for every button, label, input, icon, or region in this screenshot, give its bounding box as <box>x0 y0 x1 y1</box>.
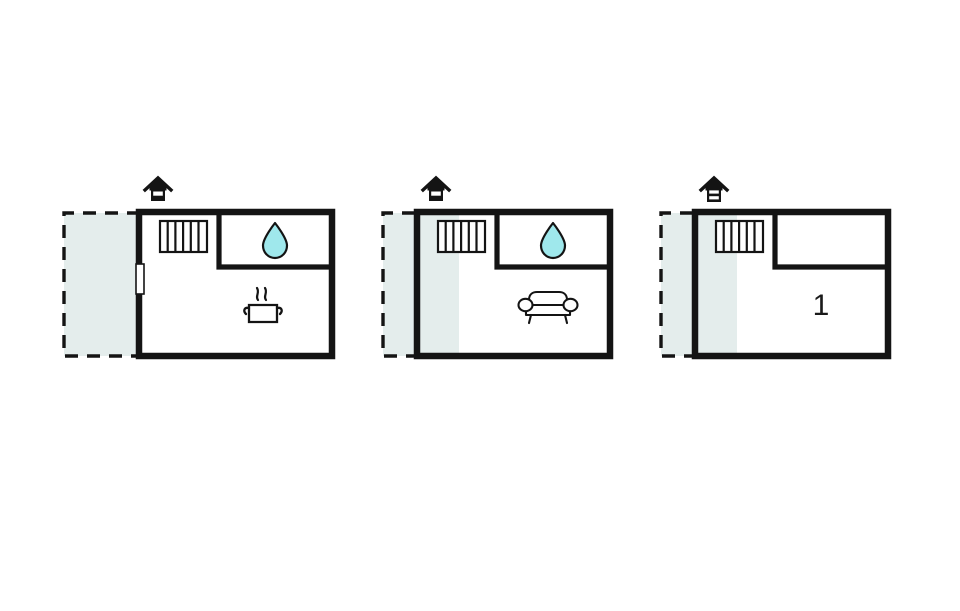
exterior-wall-1[interactable] <box>135 208 336 360</box>
exterior-wall-3[interactable] <box>691 208 892 360</box>
house-entrance-icon-1[interactable] <box>142 175 174 201</box>
house-entrance-icon-2[interactable] <box>420 175 452 201</box>
terrace-fill-1 <box>64 213 140 356</box>
sofa-icon-2[interactable] <box>517 290 579 325</box>
floor-number-label: 1 <box>813 289 830 322</box>
cooking-pot-icon-1[interactable] <box>243 286 283 324</box>
radiator-icon-3[interactable] <box>714 219 765 254</box>
house-entrance-icon-3[interactable] <box>698 175 730 202</box>
bathroom-wall-1[interactable] <box>216 214 331 270</box>
bathroom-wall-2[interactable] <box>494 214 609 270</box>
radiator-icon-1[interactable] <box>158 219 209 254</box>
bathroom-wall-3[interactable] <box>772 214 887 270</box>
water-drop-icon-1[interactable] <box>261 221 289 260</box>
door-opening-1[interactable] <box>135 263 145 295</box>
exterior-wall-2[interactable] <box>413 208 614 360</box>
radiator-icon-2[interactable] <box>436 219 487 254</box>
water-drop-icon-2[interactable] <box>539 221 567 260</box>
